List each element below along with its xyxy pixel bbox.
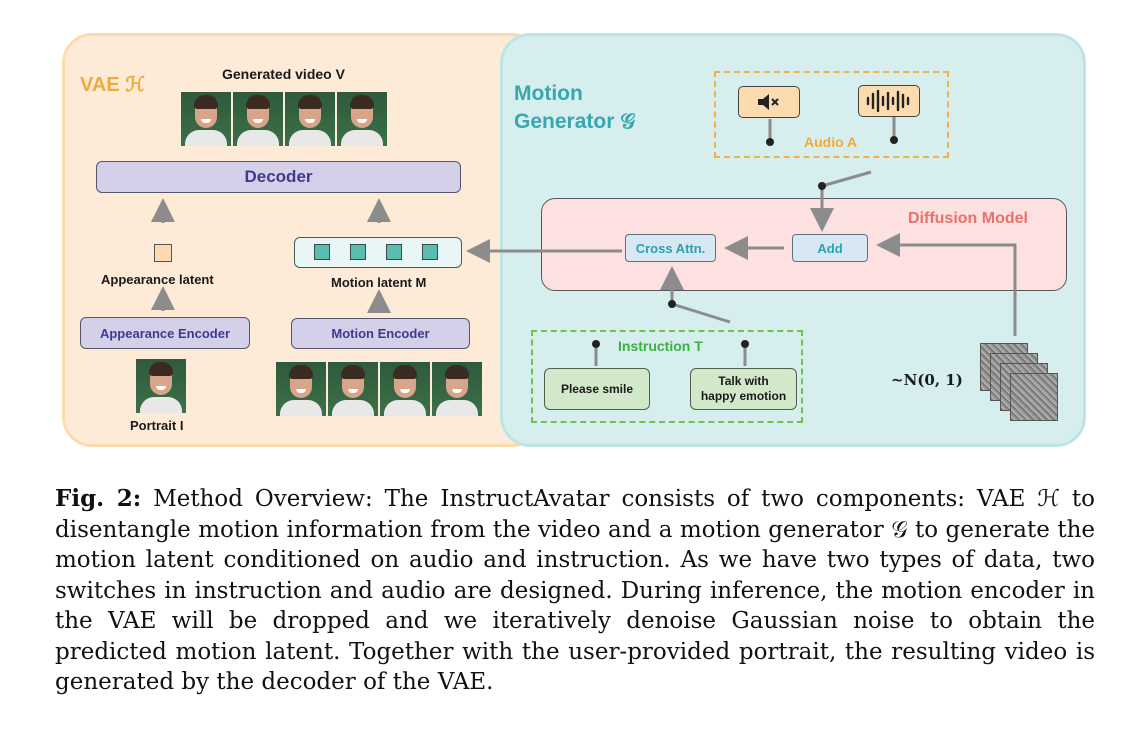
portrait-label: Portrait I xyxy=(130,418,184,433)
driving-video-frames xyxy=(276,362,482,416)
generated-video-label: Generated video V xyxy=(222,66,345,82)
audio-switch-pivot xyxy=(818,182,826,190)
video-frame xyxy=(285,92,335,146)
video-frame xyxy=(380,362,430,416)
appearance-encoder-box: Appearance Encoder xyxy=(80,317,250,349)
video-frame xyxy=(233,92,283,146)
video-frame xyxy=(276,362,326,416)
appearance-latent-cell xyxy=(154,244,172,262)
waveform-icon xyxy=(858,85,920,117)
mute-icon xyxy=(738,86,800,118)
motion-title-line2: Generator 𝒢 xyxy=(514,110,636,133)
audio-switch-line xyxy=(821,170,872,188)
connector-arrows xyxy=(151,117,1017,366)
audio-label: Audio A xyxy=(804,134,858,150)
caption-text: Method Overview: The InstructAvatar cons… xyxy=(55,486,1095,695)
audio-switch-dot xyxy=(890,136,898,144)
motion-latent-cell xyxy=(386,244,402,260)
instr-switch-dot xyxy=(592,340,600,348)
appearance-latent-label: Appearance latent xyxy=(101,272,214,287)
arrow-noise-to-add xyxy=(876,233,1017,336)
instruction-happy-emotion: Talk with happy emotion xyxy=(690,368,797,410)
diffusion-model-label: Diffusion Model xyxy=(908,210,1028,227)
video-frame xyxy=(181,92,231,146)
instr-switch-dot xyxy=(741,340,749,348)
vae-title: VAE ℋ xyxy=(80,74,145,96)
motion-latent-label: Motion latent M xyxy=(331,275,427,290)
instr-switch-pivot xyxy=(668,300,676,308)
instruction-label: Instruction T xyxy=(618,338,703,354)
motion-encoder-box: Motion Encoder xyxy=(291,318,470,349)
portrait-frame xyxy=(136,359,186,413)
cross-attn-box: Cross Attn. xyxy=(625,234,716,262)
motion-title-line1: Motion xyxy=(514,82,583,105)
audio-box xyxy=(714,71,949,158)
instruction-please-smile: Please smile xyxy=(544,368,650,410)
motion-latent-cell xyxy=(422,244,438,260)
instruction-box xyxy=(531,330,803,423)
speaker-mute-glyph xyxy=(758,94,779,110)
add-box: Add xyxy=(792,234,868,262)
decoder-box: Decoder xyxy=(96,161,461,193)
video-frame xyxy=(337,92,387,146)
figure-caption: Fig. 2: Method Overview: The InstructAva… xyxy=(55,484,1095,698)
caption-label: Fig. 2: xyxy=(55,485,142,512)
waveform-glyph xyxy=(866,89,910,113)
instruction-switch-line xyxy=(671,302,731,324)
method-overview-figure: VAE ℋ Motion Generator 𝒢 Generated video… xyxy=(62,33,1086,447)
video-frame xyxy=(432,362,482,416)
noise-distribution-label: ~N(0, 1) xyxy=(891,371,963,389)
generated-video-frames xyxy=(181,92,387,146)
audio-switch-dot xyxy=(766,138,774,146)
portrait-image xyxy=(136,359,186,413)
motion-latent-cell xyxy=(314,244,330,260)
motion-generator-title: Motion Generator 𝒢 xyxy=(514,80,635,136)
noise-sample xyxy=(1010,373,1058,421)
motion-latent-cell xyxy=(350,244,366,260)
video-frame xyxy=(328,362,378,416)
